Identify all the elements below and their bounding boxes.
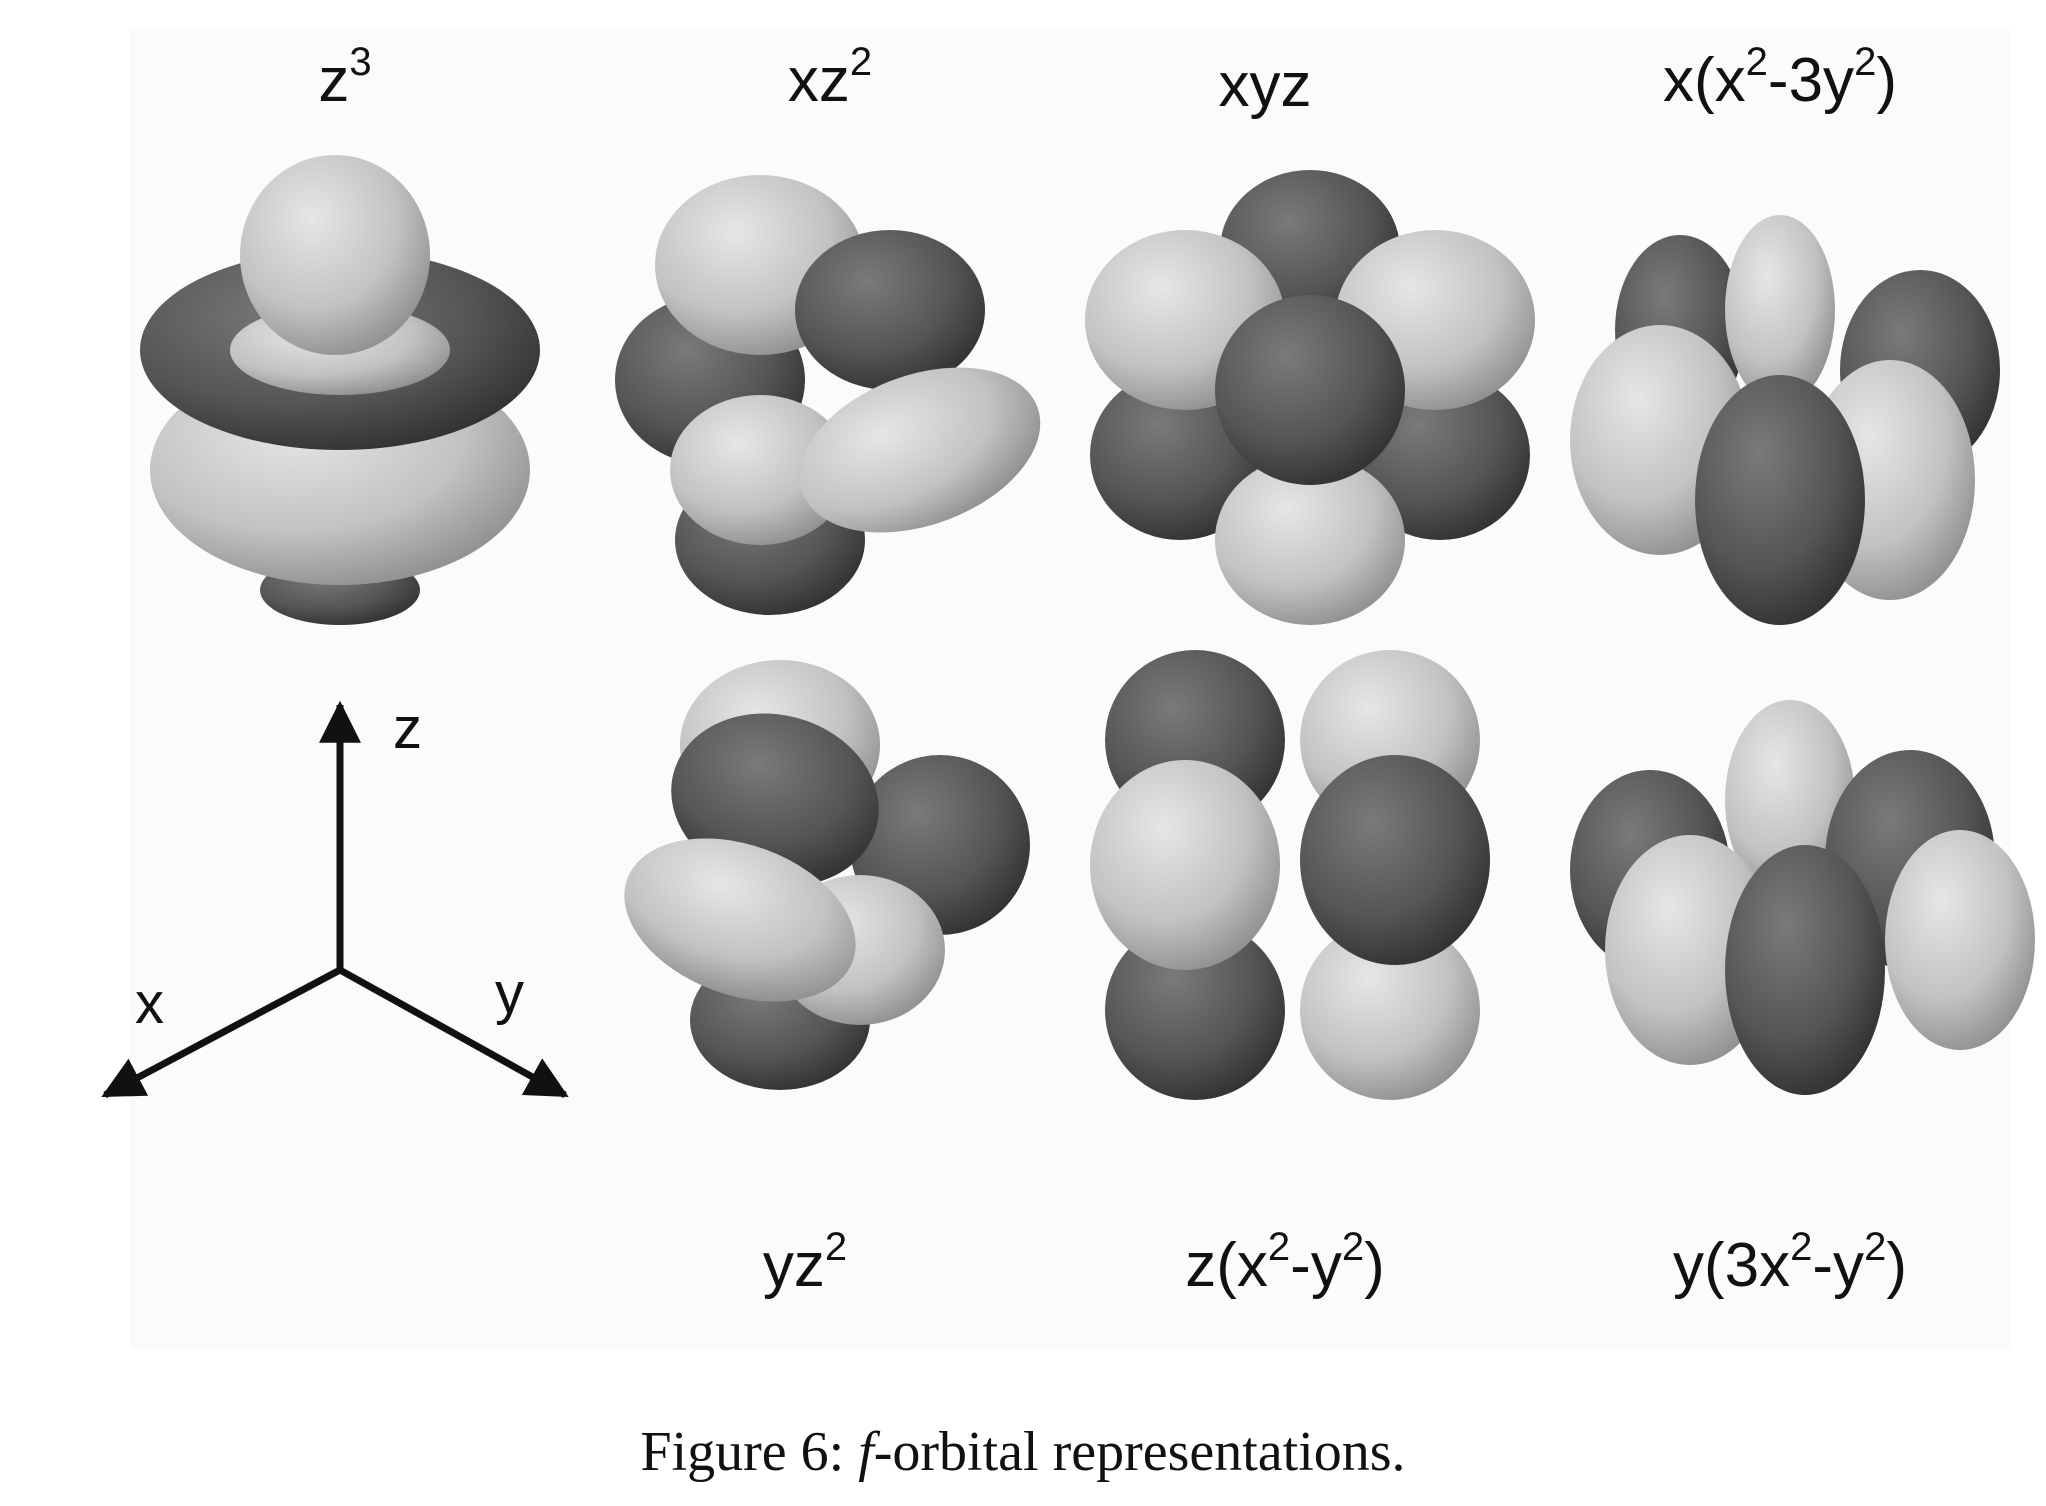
coordinate-axes: [101, 700, 569, 1099]
figure-caption: Figure 6: f-orbital representations.: [640, 1421, 1406, 1483]
label-y-3x2-y2: y(3x2-y2): [1673, 1225, 1907, 1300]
orbital-xz2-shape: [615, 175, 1041, 615]
label-z-x2-y2: z(x2-y2): [1185, 1225, 1385, 1300]
orbital-z3-shape: [140, 155, 540, 625]
axis-label-z: z: [393, 696, 422, 761]
orbital-x-x2-3y2-shape: [1570, 215, 2000, 625]
orbital-yz2-shape: [624, 660, 1030, 1090]
orbital-xyz-shape: [1085, 170, 1535, 625]
orbital-z-x2-y2-shape: [1090, 650, 1490, 1100]
label-z3: z3: [318, 40, 372, 115]
label-xyz: xyz: [1218, 51, 1312, 120]
axis-label-y: y: [495, 961, 524, 1026]
y-axis-arrow: [338, 966, 569, 1099]
label-yz2: yz2: [762, 1225, 848, 1300]
label-xz2: xz2: [787, 40, 873, 115]
axis-label-x: x: [135, 971, 164, 1036]
orbital-y-3x2-y2-shape: [1570, 700, 2035, 1095]
label-x-x2-3y2: x(x2-3y2): [1663, 40, 1897, 115]
x-axis-arrow: [101, 966, 342, 1099]
